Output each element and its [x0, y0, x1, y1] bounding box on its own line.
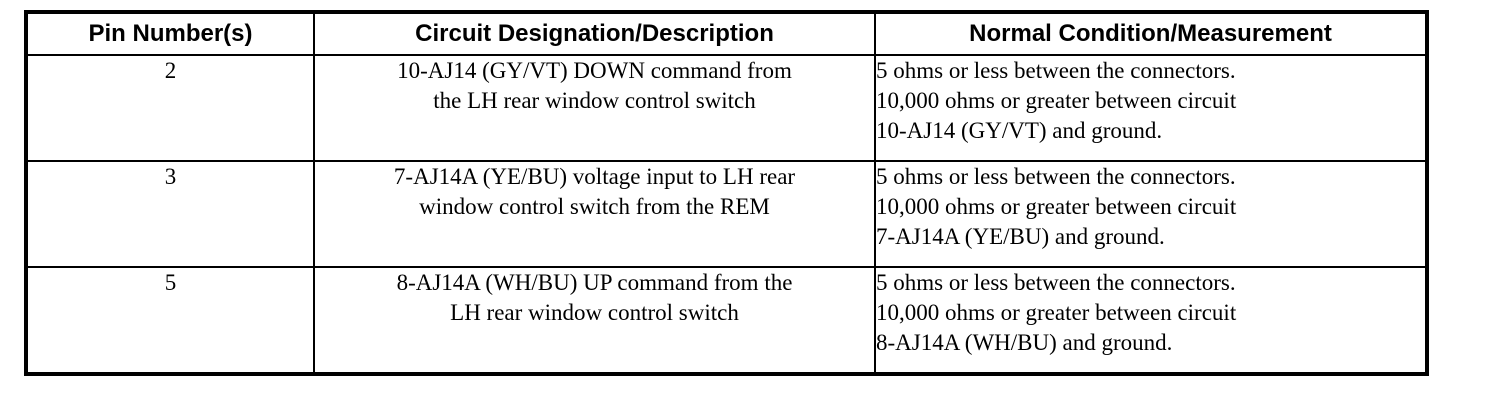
column-header-pin-number: Pin Number(s): [25, 11, 315, 56]
description-cell: 8-AJ14A (WH/BU) UP command from the LH r…: [313, 266, 876, 375]
measurement-cell: 5 ohms or less between the connectors. 1…: [874, 266, 1428, 375]
pin-cell: 3: [25, 160, 315, 268]
description-line: 7-AJ14A (YE/BU) voltage input to LH rear: [393, 164, 796, 189]
measurement-line: 10,000 ohms or greater between circuit: [876, 300, 1237, 325]
description-cell: 7-AJ14A (YE/BU) voltage input to LH rear…: [313, 160, 876, 268]
measurement-line: 5 ohms or less between the connectors.: [876, 270, 1236, 295]
measurement-cell: 5 ohms or less between the connectors. 1…: [874, 54, 1428, 162]
measurement-line: 10,000 ohms or greater between circuit: [876, 194, 1237, 219]
description-line: the LH rear window control switch: [433, 88, 756, 113]
measurement-line: 7-AJ14A (YE/BU) and ground.: [876, 224, 1165, 249]
measurement-line: 5 ohms or less between the connectors.: [876, 164, 1236, 189]
measurement-cell: 5 ohms or less between the connectors. 1…: [874, 160, 1428, 268]
pin-cell: 5: [25, 266, 315, 375]
description-line: LH rear window control switch: [450, 300, 739, 325]
measurement-line: 10,000 ohms or greater between circuit: [876, 88, 1237, 113]
column-header-normal-condition: Normal Condition/Measurement: [874, 11, 1428, 56]
table-row: 2 10-AJ14 (GY/VT) DOWN command from the …: [25, 54, 1428, 162]
description-line: 10-AJ14 (GY/VT) DOWN command from: [397, 58, 792, 83]
column-header-circuit-designation: Circuit Designation/Description: [313, 11, 876, 56]
pin-cell: 2: [25, 54, 315, 162]
table-header-row: Pin Number(s) Circuit Designation/Descri…: [25, 11, 1428, 56]
pin-circuit-table: Pin Number(s) Circuit Designation/Descri…: [24, 10, 1429, 376]
description-cell: 10-AJ14 (GY/VT) DOWN command from the LH…: [313, 54, 876, 162]
measurement-line: 10-AJ14 (GY/VT) and ground.: [876, 118, 1163, 143]
description-line: 8-AJ14A (WH/BU) UP command from the: [396, 270, 793, 295]
measurement-line: 5 ohms or less between the connectors.: [876, 58, 1236, 83]
table-row: 3 7-AJ14A (YE/BU) voltage input to LH re…: [25, 160, 1428, 268]
measurement-line: 8-AJ14A (WH/BU) and ground.: [876, 330, 1173, 355]
description-line: window control switch from the REM: [419, 194, 770, 219]
table-row: 5 8-AJ14A (WH/BU) UP command from the LH…: [25, 266, 1428, 375]
